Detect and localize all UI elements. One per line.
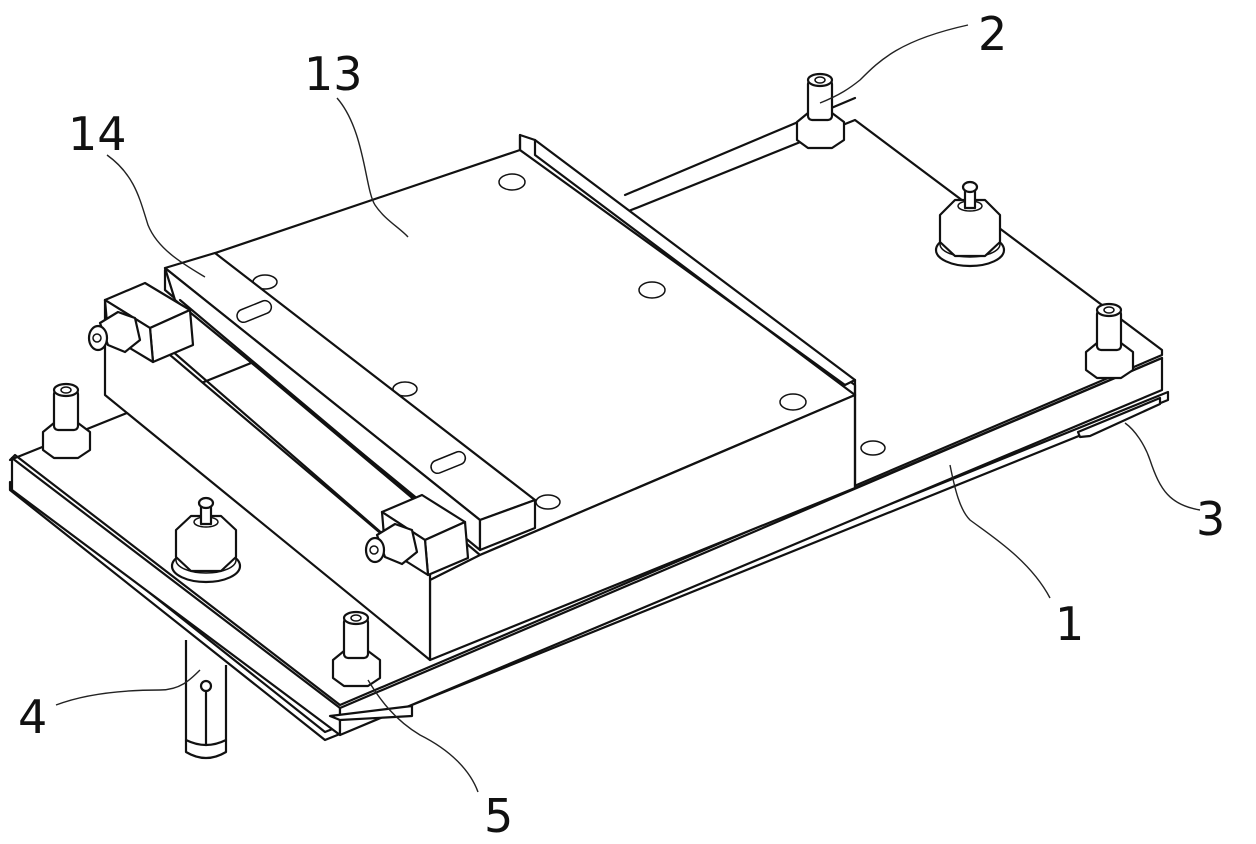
leader-2 xyxy=(819,24,969,104)
leader-5 xyxy=(367,679,479,793)
pin-nut-right xyxy=(934,180,1006,268)
label-2: 2 xyxy=(978,7,1007,61)
side-block-right xyxy=(364,493,470,577)
screw-right-block xyxy=(364,522,419,566)
leader-lines xyxy=(55,24,1201,793)
leader-3 xyxy=(1124,422,1201,511)
leader-4 xyxy=(55,669,201,706)
leader-1 xyxy=(949,464,1051,599)
label-4: 4 xyxy=(18,690,47,744)
standoff-left xyxy=(41,382,92,460)
label-1: 1 xyxy=(1055,597,1084,651)
pin-nut-left xyxy=(170,496,242,584)
screw-left-block xyxy=(87,310,142,354)
standoff-top xyxy=(795,72,846,150)
reference-labels: 13 14 2 3 1 4 5 xyxy=(18,7,1225,843)
leader-14 xyxy=(106,154,206,278)
clamp-bar-14 xyxy=(146,251,537,577)
label-3: 3 xyxy=(1196,492,1225,546)
standoff-front xyxy=(331,610,382,688)
label-13: 13 xyxy=(304,47,363,101)
side-block-left xyxy=(87,281,195,364)
label-5: 5 xyxy=(484,789,513,843)
leader-13 xyxy=(336,97,409,238)
locating-pin-4 xyxy=(184,640,228,760)
standoff-right xyxy=(1084,302,1135,380)
label-14: 14 xyxy=(68,107,127,161)
